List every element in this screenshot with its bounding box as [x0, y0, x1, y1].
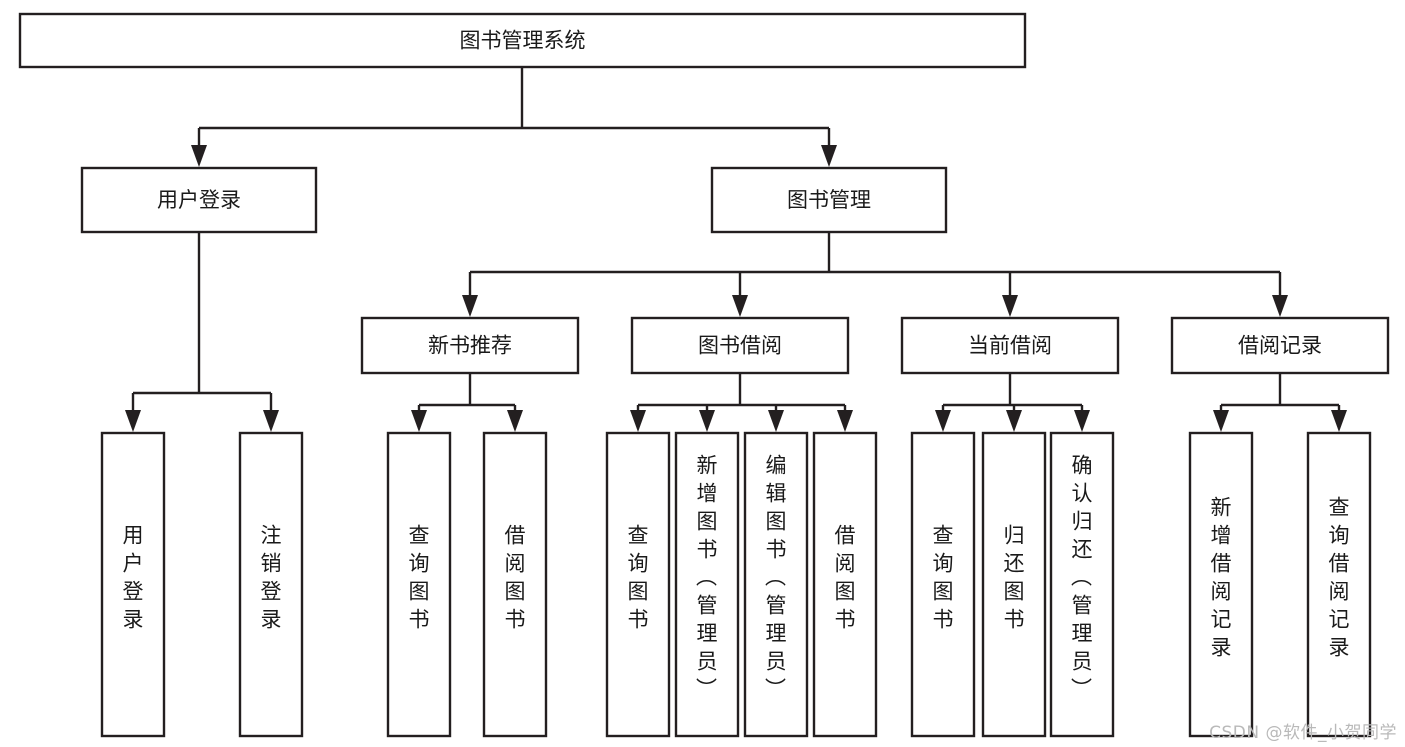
node-box[interactable]: [482, 431, 548, 738]
node-label: 图书管理系统: [460, 29, 586, 53]
node-box[interactable]: [743, 431, 809, 738]
nodes-layer: 图书管理系统用户登录图书管理新书推荐图书借阅当前借阅借阅记录用户登录注销登录查询…: [18, 12, 1390, 738]
node-box[interactable]: [238, 431, 304, 738]
node-box[interactable]: [1049, 431, 1115, 738]
arrow-head-icon: [263, 410, 279, 432]
node-box[interactable]: [900, 316, 1120, 375]
node-label: 新增图书（管理员）: [696, 454, 718, 702]
node-level2-0[interactable]: 新书推荐: [360, 316, 580, 375]
node-label: 查询借阅记录: [1329, 496, 1350, 660]
node-box[interactable]: [605, 431, 671, 738]
arrow-head-icon: [462, 295, 478, 317]
arrow-head-icon: [507, 410, 523, 432]
arrow-head-icon: [411, 410, 427, 432]
arrow-head-icon: [837, 410, 853, 432]
node-leaf-0[interactable]: 用户登录: [100, 431, 166, 738]
node-label: 借阅图书: [835, 524, 856, 632]
node-label: 当前借阅: [968, 334, 1052, 358]
node-leaf-4[interactable]: 查询图书: [605, 431, 671, 738]
node-label: 查询图书: [933, 524, 954, 632]
node-level1-0[interactable]: 用户登录: [80, 166, 318, 234]
arrow-head-icon: [1272, 295, 1288, 317]
node-leaf-7[interactable]: 借阅图书: [812, 431, 878, 738]
node-box[interactable]: [710, 166, 948, 234]
node-box[interactable]: [18, 12, 1027, 69]
node-box[interactable]: [80, 166, 318, 234]
node-box[interactable]: [910, 431, 976, 738]
node-leaf-2[interactable]: 查询图书: [386, 431, 452, 738]
node-box[interactable]: [360, 316, 580, 375]
node-label: 编辑图书（管理员）: [765, 454, 787, 702]
node-label: 图书借阅: [698, 334, 782, 358]
node-label: 图书管理: [787, 188, 871, 212]
arrow-head-icon: [1002, 295, 1018, 317]
node-box[interactable]: [1306, 431, 1372, 738]
node-label: 借阅图书: [505, 524, 526, 632]
arrow-head-icon: [821, 145, 837, 167]
node-level2-3[interactable]: 借阅记录: [1170, 316, 1390, 375]
node-label: 用户登录: [157, 188, 241, 212]
node-box[interactable]: [386, 431, 452, 738]
edges-layer: [125, 67, 1347, 432]
node-label: 注销登录: [261, 524, 282, 632]
csdn-watermark: CSDN @软件_小贺同学: [1209, 723, 1397, 743]
arrow-head-icon: [699, 410, 715, 432]
node-label: 查询图书: [628, 524, 649, 632]
arrow-head-icon: [125, 410, 141, 432]
node-label: 借阅记录: [1238, 334, 1322, 358]
node-box[interactable]: [630, 316, 850, 375]
node-leaf-5[interactable]: 新增图书（管理员）: [674, 431, 740, 738]
node-level1-1[interactable]: 图书管理: [710, 166, 948, 234]
node-box[interactable]: [981, 431, 1047, 738]
arrow-head-icon: [630, 410, 646, 432]
node-label: 归还图书: [1004, 524, 1025, 632]
node-leaf-9[interactable]: 归还图书: [981, 431, 1047, 738]
node-label: 查询图书: [409, 524, 430, 632]
node-leaf-3[interactable]: 借阅图书: [482, 431, 548, 738]
node-root-0[interactable]: 图书管理系统: [18, 12, 1027, 69]
node-leaf-11[interactable]: 新增借阅记录: [1188, 431, 1254, 738]
node-leaf-10[interactable]: 确认归还（管理员）: [1049, 431, 1115, 738]
node-label: 新书推荐: [428, 334, 512, 358]
arrow-head-icon: [1074, 410, 1090, 432]
arrow-head-icon: [768, 410, 784, 432]
arrow-head-icon: [935, 410, 951, 432]
arrow-head-icon: [1213, 410, 1229, 432]
node-level2-1[interactable]: 图书借阅: [630, 316, 850, 375]
node-box[interactable]: [812, 431, 878, 738]
arrow-head-icon: [1331, 410, 1347, 432]
node-leaf-8[interactable]: 查询图书: [910, 431, 976, 738]
arrow-head-icon: [732, 295, 748, 317]
node-label: 新增借阅记录: [1211, 496, 1232, 660]
node-box[interactable]: [100, 431, 166, 738]
arrow-head-icon: [1006, 410, 1022, 432]
node-leaf-1[interactable]: 注销登录: [238, 431, 304, 738]
node-label: 用户登录: [123, 524, 144, 632]
node-label: 确认归还（管理员）: [1071, 454, 1093, 702]
node-box[interactable]: [1170, 316, 1390, 375]
arrow-head-icon: [191, 145, 207, 167]
node-leaf-12[interactable]: 查询借阅记录: [1306, 431, 1372, 738]
node-box[interactable]: [674, 431, 740, 738]
node-level2-2[interactable]: 当前借阅: [900, 316, 1120, 375]
node-leaf-6[interactable]: 编辑图书（管理员）: [743, 431, 809, 738]
node-box[interactable]: [1188, 431, 1254, 738]
